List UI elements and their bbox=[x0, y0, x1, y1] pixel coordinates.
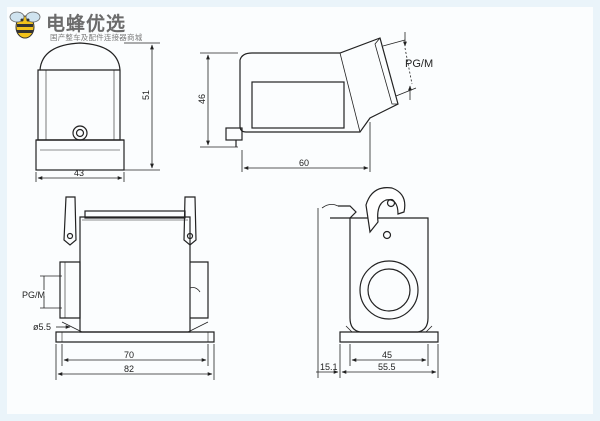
bee-logo-icon bbox=[9, 11, 41, 39]
brand-logo: 电蜂优选 国产整车及配件连接器商城 bbox=[6, 6, 176, 46]
top-side-view bbox=[225, 37, 399, 147]
dim-45-label: 45 bbox=[382, 350, 392, 360]
dim-45 bbox=[349, 344, 429, 366]
left-clip bbox=[63, 196, 77, 246]
dim-55-5-label: 55.5 bbox=[378, 362, 396, 372]
dim-70-label: 70 bbox=[124, 350, 134, 360]
housing-body bbox=[79, 216, 191, 333]
pgm-label-top: PG/M bbox=[405, 58, 433, 70]
pgm-label-bottom: PG/M bbox=[22, 290, 45, 300]
locking-lever bbox=[365, 187, 406, 234]
hood-body bbox=[37, 42, 121, 141]
brand-name: 电蜂优选 bbox=[46, 13, 127, 35]
brand-subtitle: 国产整车及配件连接器商城 bbox=[50, 33, 143, 42]
dim-55-5 bbox=[316, 208, 439, 378]
right-clip bbox=[183, 196, 197, 246]
top-front-view bbox=[35, 42, 125, 171]
dim-46-label: 46 bbox=[197, 94, 207, 104]
pgm-leader-bottom bbox=[40, 275, 62, 309]
dim-43-label: 43 bbox=[74, 168, 84, 178]
label-recess bbox=[251, 81, 345, 129]
pgm-leader-top bbox=[382, 32, 417, 100]
dim-60-label: 60 bbox=[299, 158, 309, 168]
bottom-side-view bbox=[321, 187, 439, 343]
screw-hole bbox=[72, 125, 88, 141]
side-base-flange bbox=[339, 331, 439, 343]
dim-60 bbox=[241, 122, 371, 172]
dim-82-label: 82 bbox=[124, 364, 134, 374]
dim-70 bbox=[61, 344, 209, 366]
dim-82 bbox=[55, 344, 215, 380]
housing-side-body bbox=[349, 217, 429, 333]
dim-43 bbox=[35, 172, 125, 182]
dim-46 bbox=[200, 52, 238, 148]
hood-side-body bbox=[239, 37, 399, 133]
dim-15-1-label: 15.1 bbox=[320, 362, 338, 372]
hole-label: ø5.5 bbox=[33, 322, 51, 332]
bottom-front-view bbox=[55, 196, 215, 343]
cable-entry bbox=[359, 260, 419, 320]
base-flange bbox=[55, 331, 215, 343]
dim-51 bbox=[124, 42, 160, 171]
dim-51-label: 51 bbox=[141, 90, 151, 100]
